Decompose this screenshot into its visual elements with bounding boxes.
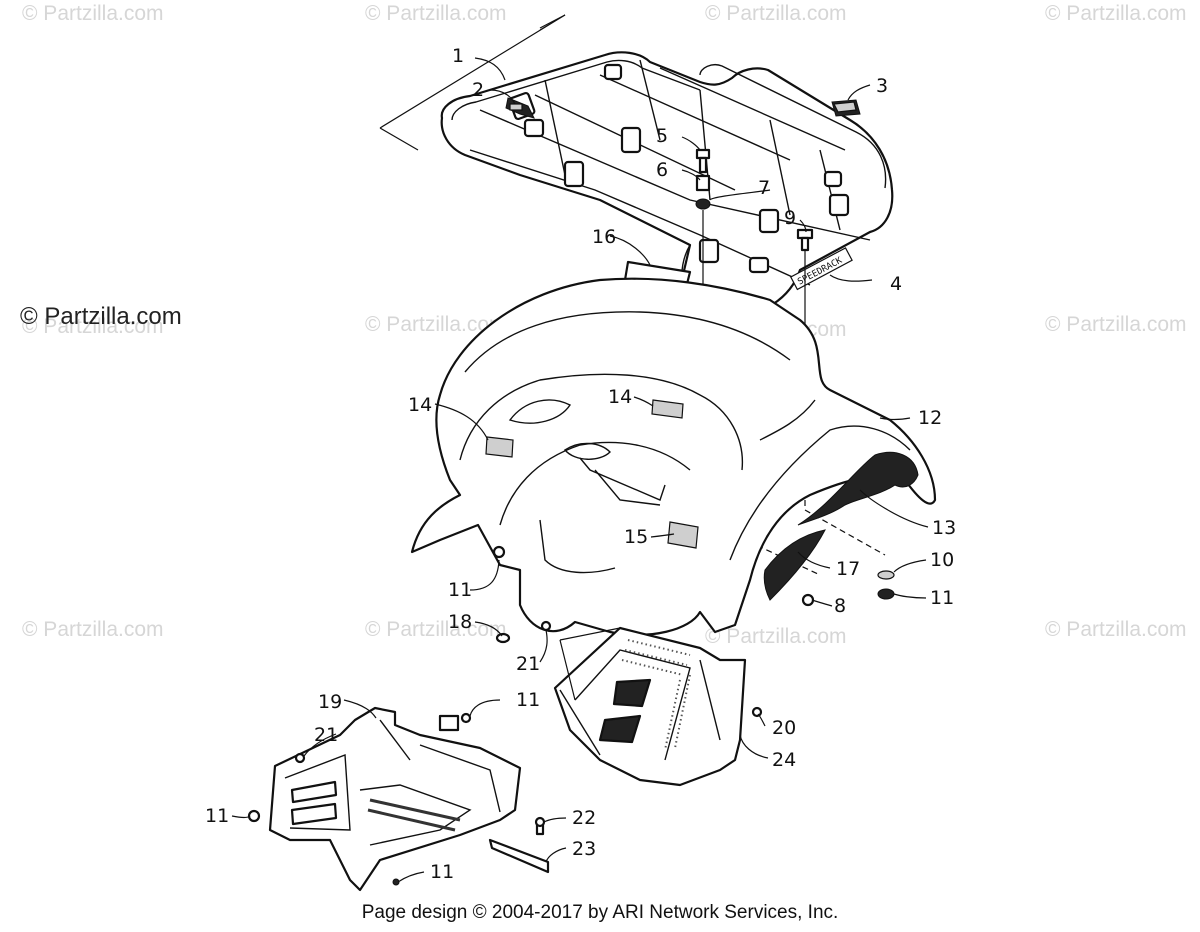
fender-decal bbox=[485, 436, 514, 458]
rear-fender bbox=[410, 277, 937, 636]
watermark: © Partzilla.com bbox=[705, 2, 847, 25]
callout-24: 24 bbox=[772, 749, 796, 771]
bolt-stack bbox=[695, 148, 711, 210]
callout-9: 9 bbox=[784, 207, 796, 229]
callout-19: 19 bbox=[318, 691, 342, 713]
leader-lines bbox=[231, 57, 929, 883]
side-graphic bbox=[797, 451, 919, 526]
footer-copyright: Page design © 2004-2017 by ARI Network S… bbox=[361, 902, 839, 923]
heel-guard bbox=[488, 816, 550, 874]
watermark: © Partzilla.com bbox=[1045, 2, 1187, 25]
watermark: © Partzilla.com bbox=[365, 2, 507, 25]
callout-13: 13 bbox=[932, 517, 956, 539]
callout-11: 11 bbox=[430, 861, 454, 883]
watermark: © Partzilla.com bbox=[1045, 313, 1187, 336]
callout-1: 1 bbox=[452, 45, 464, 67]
left-footwell bbox=[268, 706, 522, 892]
callout-6: 6 bbox=[656, 159, 668, 181]
side-graphic bbox=[763, 529, 826, 601]
callout-11: 11 bbox=[448, 579, 472, 601]
rack-cap bbox=[831, 99, 861, 117]
callout-numbers: 1 2 3 4 5 6 7 8 9 10 11 11 11 11 11 12 1… bbox=[205, 45, 956, 883]
callout-12: 12 bbox=[918, 407, 942, 429]
right-footwell bbox=[553, 626, 747, 787]
callout-21: 21 bbox=[516, 653, 540, 675]
rack-badge: SPEEDRACK bbox=[789, 247, 853, 291]
callout-21: 21 bbox=[314, 724, 338, 746]
callout-5: 5 bbox=[656, 125, 668, 147]
callout-15: 15 bbox=[624, 526, 648, 548]
partzilla-watermark: © Partzilla.com bbox=[20, 303, 182, 330]
callout-8: 8 bbox=[834, 595, 846, 617]
callout-11: 11 bbox=[205, 805, 229, 827]
watermark: © Partzilla.com bbox=[365, 618, 507, 641]
callout-10: 10 bbox=[930, 549, 954, 571]
callout-3: 3 bbox=[876, 75, 888, 97]
callout-7: 7 bbox=[758, 177, 770, 199]
watermark: © Partzilla.com bbox=[22, 2, 164, 25]
watermark: © Partzilla.com bbox=[705, 625, 847, 648]
callout-14: 14 bbox=[408, 394, 432, 416]
callout-17: 17 bbox=[836, 558, 860, 580]
callout-18: 18 bbox=[448, 611, 472, 633]
grommet bbox=[495, 632, 511, 644]
callout-23: 23 bbox=[572, 838, 596, 860]
callout-11: 11 bbox=[516, 689, 540, 711]
watermark: © Partzilla.com bbox=[22, 618, 164, 641]
callout-14: 14 bbox=[608, 386, 632, 408]
callout-4: 4 bbox=[890, 273, 902, 295]
callout-16: 16 bbox=[592, 226, 616, 248]
fender-decal bbox=[667, 521, 699, 549]
watermark: © Partzilla.com bbox=[1045, 618, 1187, 641]
watermark: © Partzilla.com bbox=[365, 313, 507, 336]
callout-11: 11 bbox=[930, 587, 954, 609]
callout-22: 22 bbox=[572, 807, 596, 829]
callout-20: 20 bbox=[772, 717, 796, 739]
washer-set bbox=[877, 570, 895, 600]
rack-bolt bbox=[796, 228, 814, 252]
rack-strap bbox=[505, 97, 535, 119]
assembly-bracket bbox=[379, 14, 566, 151]
fender-decal bbox=[651, 399, 684, 419]
watermark: © Partzilla.com bbox=[22, 315, 164, 338]
callout-2: 2 bbox=[472, 79, 484, 101]
